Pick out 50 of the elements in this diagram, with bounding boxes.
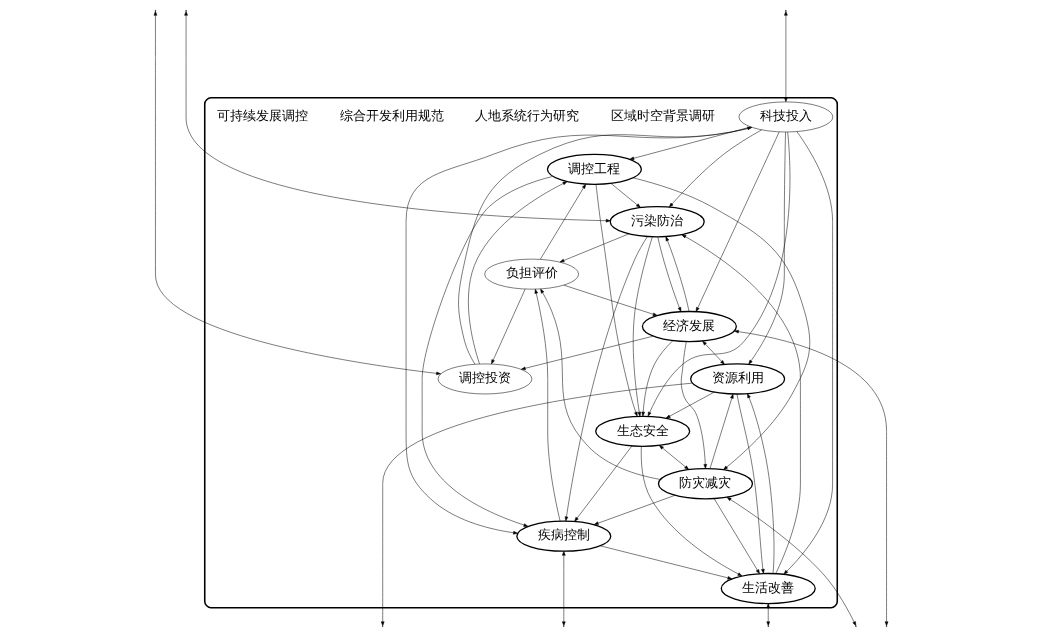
arrow [540, 288, 661, 480]
arrow [599, 545, 733, 580]
arrow [695, 131, 780, 312]
arrow [491, 288, 526, 365]
arrow [421, 176, 553, 527]
arrow [468, 181, 568, 365]
arrow [784, 10, 788, 103]
arrow [657, 236, 682, 312]
arrow [563, 284, 658, 316]
arrow [610, 183, 641, 208]
arrow [405, 127, 753, 535]
arrow [681, 234, 801, 574]
arrow [640, 446, 743, 577]
arrow [659, 445, 689, 470]
label: 可持续发展调控 [216, 107, 308, 124]
arrow [647, 131, 791, 417]
arrow [669, 129, 762, 208]
arrow [633, 177, 811, 470]
arrow [381, 382, 693, 627]
arrow [593, 495, 676, 525]
arrow [783, 131, 833, 575]
arrow [747, 393, 775, 574]
arrow [574, 445, 633, 522]
arrow [595, 184, 638, 417]
arrow [726, 497, 857, 627]
arrow [713, 498, 760, 574]
arrow [665, 236, 690, 312]
arrow [458, 126, 753, 365]
arrow [184, 10, 611, 223]
arrow [564, 236, 648, 522]
arrow [736, 393, 765, 574]
arrow [153, 10, 441, 376]
arrow [562, 550, 566, 627]
arrow [681, 341, 707, 469]
arrow [629, 126, 751, 160]
label: 人地系统行为研究 [475, 107, 580, 124]
arrow [709, 393, 734, 469]
arrow [641, 340, 674, 417]
arrow [632, 236, 653, 417]
arrow [766, 603, 770, 627]
label: 区域时空背景调研 [611, 107, 716, 124]
arrow [534, 288, 561, 522]
arrow [521, 335, 654, 370]
arrow [665, 391, 715, 419]
arrow [559, 233, 630, 263]
arrow [540, 184, 586, 260]
arrow [748, 131, 786, 365]
node-ellipse: 资源利用 [690, 363, 786, 395]
label: 综合开发利用规范 [339, 107, 444, 124]
arrow [702, 340, 725, 365]
